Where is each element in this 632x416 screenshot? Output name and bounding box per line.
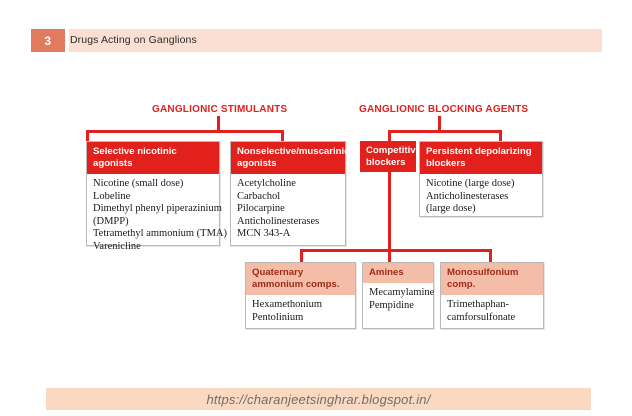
connector-subtypes-bus (300, 249, 492, 252)
chapter-number-badge: 3 (31, 29, 65, 52)
list-item: Anticholinesterases (426, 190, 509, 202)
connector-blocking-bus (388, 130, 502, 133)
connector-to-selective-nicotinic (86, 130, 89, 142)
list-item: camforsulfonate (447, 311, 516, 323)
node-header: Monosulfonium comp. (441, 263, 543, 295)
chapter-title-bar (69, 29, 602, 52)
caption-ganglionic-stimulants: GANGLIONIC STIMULANTS (152, 104, 288, 115)
list-item: Pentolinium (252, 311, 304, 323)
node-header: Selective nicotinic agonists (87, 142, 219, 174)
list-item: Tetramethyl ammonium (TMA) (93, 228, 227, 240)
node-header: Persistent depolarizing blockers (420, 142, 542, 174)
connector-to-quaternary (300, 249, 303, 263)
connector-blocking-stem (438, 116, 441, 132)
list-item: (DMPP) (93, 215, 129, 227)
list-item: Pilocarpine (237, 203, 285, 215)
node-body: Acetylcholine Carbachol Pilocarpine Anti… (231, 174, 345, 245)
connector-to-amines (388, 249, 391, 263)
chapter-header: 3 Drugs Acting on Ganglions (31, 29, 602, 52)
node-amines[interactable]: Amines Mecamylamine Pempidine (362, 262, 434, 329)
list-item: Nicotine (small dose) (93, 178, 184, 189)
caption-ganglionic-blocking-agents: GANGLIONIC BLOCKING AGENTS (359, 104, 529, 115)
list-item: Hexamethonium (252, 299, 322, 310)
node-header: Competitive blockers (360, 141, 421, 172)
list-item: MCN 343-A (237, 228, 291, 240)
connector-stimulants-bus (86, 130, 284, 133)
connector-to-competitive-blockers (388, 130, 391, 142)
connector-competitive-dropline (388, 172, 391, 252)
node-selective-nicotinic-agonists[interactable]: Selective nicotinic agonists Nicotine (s… (86, 141, 227, 252)
node-body: Hexamethonium Pentolinium (246, 295, 355, 328)
node-nonselective-muscarinic-agonists[interactable]: Nonselective/muscarinic agonists Acetylc… (230, 141, 350, 246)
node-body: Trimethaphan- camforsulfonate (441, 295, 543, 328)
node-quaternary-ammonium-comps[interactable]: Quaternary ammonium comps. Hexamethonium… (245, 262, 356, 329)
list-item: Trimethaphan- (447, 299, 510, 310)
connector-to-nonselective (281, 130, 284, 142)
page-title: Drugs Acting on Ganglions (70, 34, 197, 46)
list-item: Mecamylamine (369, 287, 435, 298)
connector-to-monosulfonium (489, 249, 492, 263)
node-body: Nicotine (large dose) Anticholinesterase… (420, 174, 542, 220)
node-monosulfonium-comp[interactable]: Monosulfonium comp. Trimethaphan- camfor… (440, 262, 544, 329)
node-body: Nicotine (small dose) Lobeline Dimethyl … (87, 174, 227, 258)
connector-stimulants-stem (217, 116, 220, 132)
footer-watermark-bar: https://charanjeetsinghrar.blogspot.in/ (46, 388, 591, 410)
list-item: Anticholinesterases (237, 215, 320, 227)
list-item: Nicotine (large dose) (426, 178, 515, 189)
list-item: Varenicline (93, 240, 141, 252)
node-header: Quaternary ammonium comps. (246, 263, 355, 295)
node-persistent-depolarizing-blockers[interactable]: Persistent depolarizing blockers Nicotin… (419, 141, 543, 217)
node-competitive-blockers[interactable]: Competitive blockers (360, 141, 421, 172)
node-header: Nonselective/muscarinic agonists (231, 142, 350, 174)
list-item: Dimethyl phenyl piperazinium (93, 203, 222, 215)
list-item: Carbachol (237, 190, 281, 202)
node-header: Amines (363, 263, 433, 283)
list-item: Pempidine (369, 299, 414, 311)
list-item: Acetylcholine (237, 178, 296, 189)
connector-to-persistent-blockers (499, 130, 502, 142)
footer-url-text: https://charanjeetsinghrar.blogspot.in/ (206, 391, 431, 407)
list-item: Lobeline (93, 190, 131, 202)
list-item: (large dose) (426, 203, 476, 215)
node-body: Mecamylamine Pempidine (363, 283, 435, 316)
